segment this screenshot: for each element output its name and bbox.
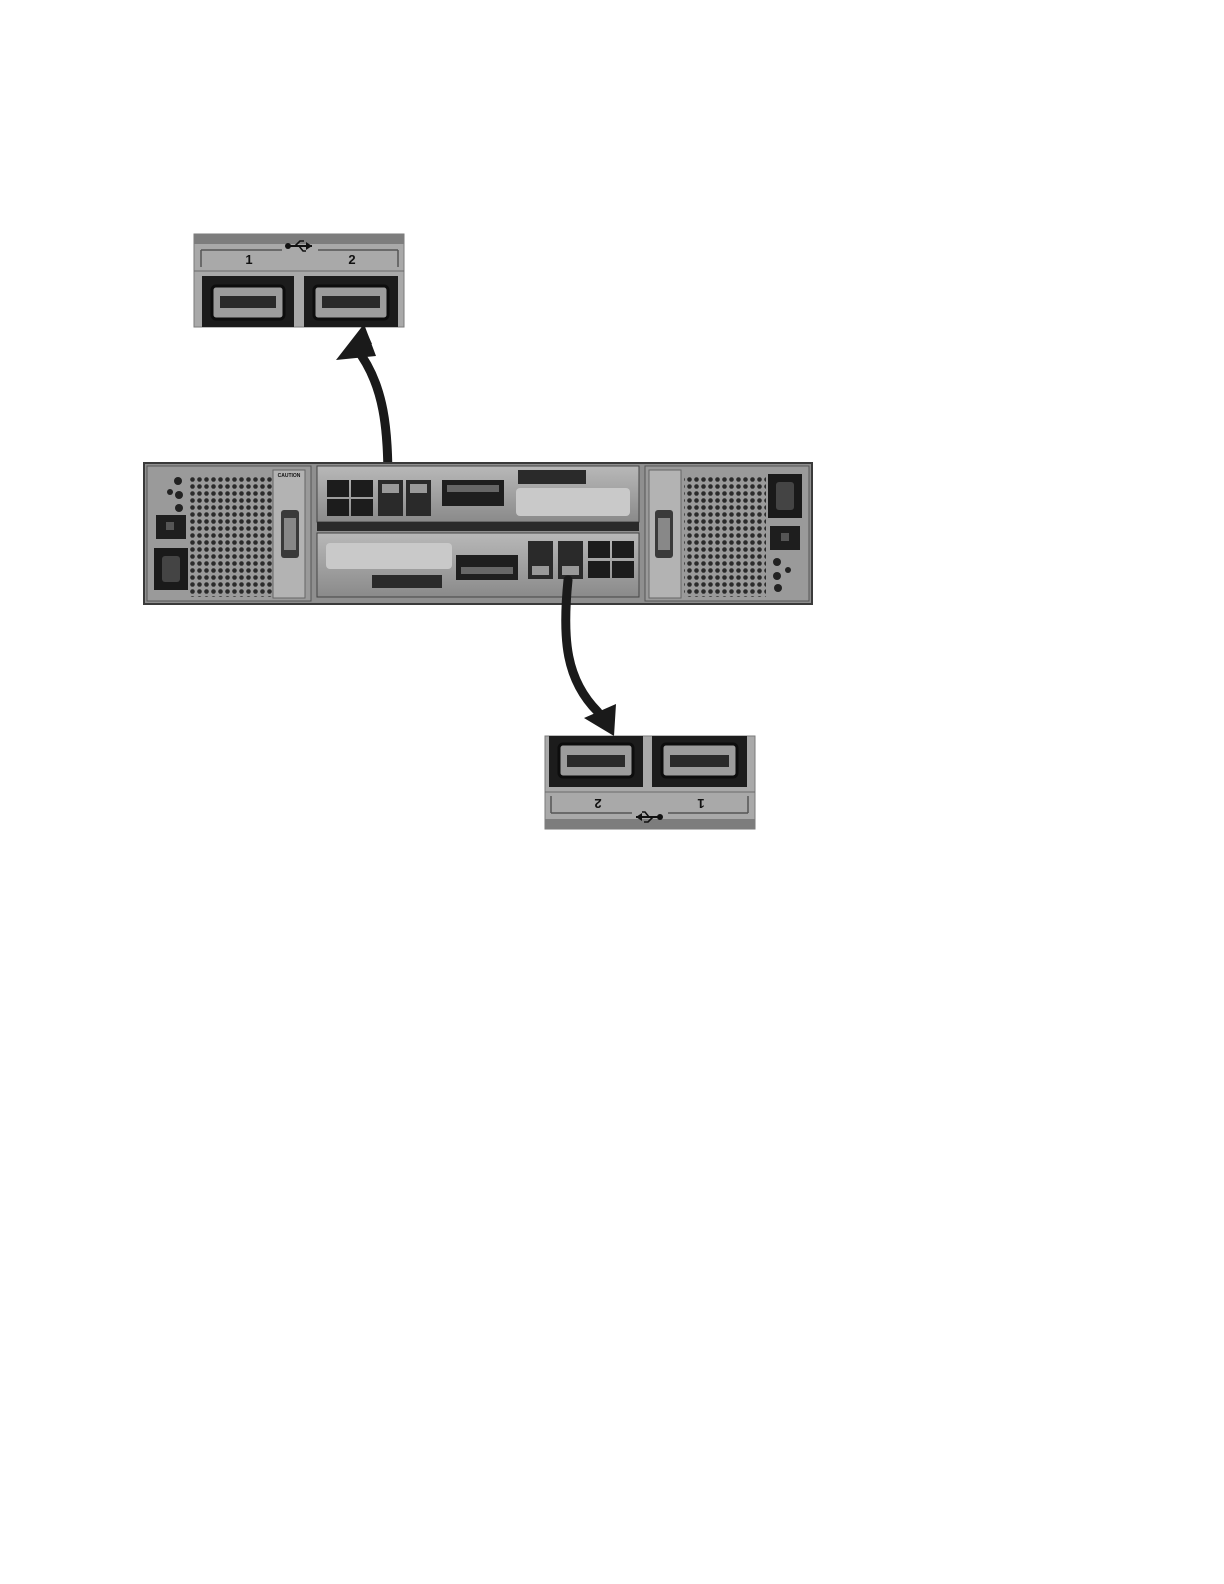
usb-port-2 <box>304 276 398 327</box>
top-usb-callout: 1 2 <box>194 234 404 327</box>
left-power-supply: CAUTION <box>147 466 311 601</box>
port-label-1: 1 <box>697 796 704 811</box>
upper-controller <box>317 466 639 522</box>
port-label-2: 2 <box>348 252 355 267</box>
usb-port-1 <box>652 736 747 787</box>
bottom-usb-callout: 2 1 <box>545 736 755 829</box>
usb-port-2 <box>549 736 643 787</box>
port-label-2: 2 <box>594 796 601 811</box>
usb-port-1 <box>202 276 294 327</box>
caution-label-left: CAUTION <box>278 473 301 479</box>
storage-chassis-rear: CAUTION <box>144 463 812 604</box>
fan-grille-icon <box>190 475 272 597</box>
lower-controller <box>317 533 639 597</box>
port-label-1: 1 <box>245 252 252 267</box>
right-power-supply <box>645 466 809 601</box>
fan-grille-icon <box>684 475 766 597</box>
arrow-to-top-callout <box>336 324 388 486</box>
